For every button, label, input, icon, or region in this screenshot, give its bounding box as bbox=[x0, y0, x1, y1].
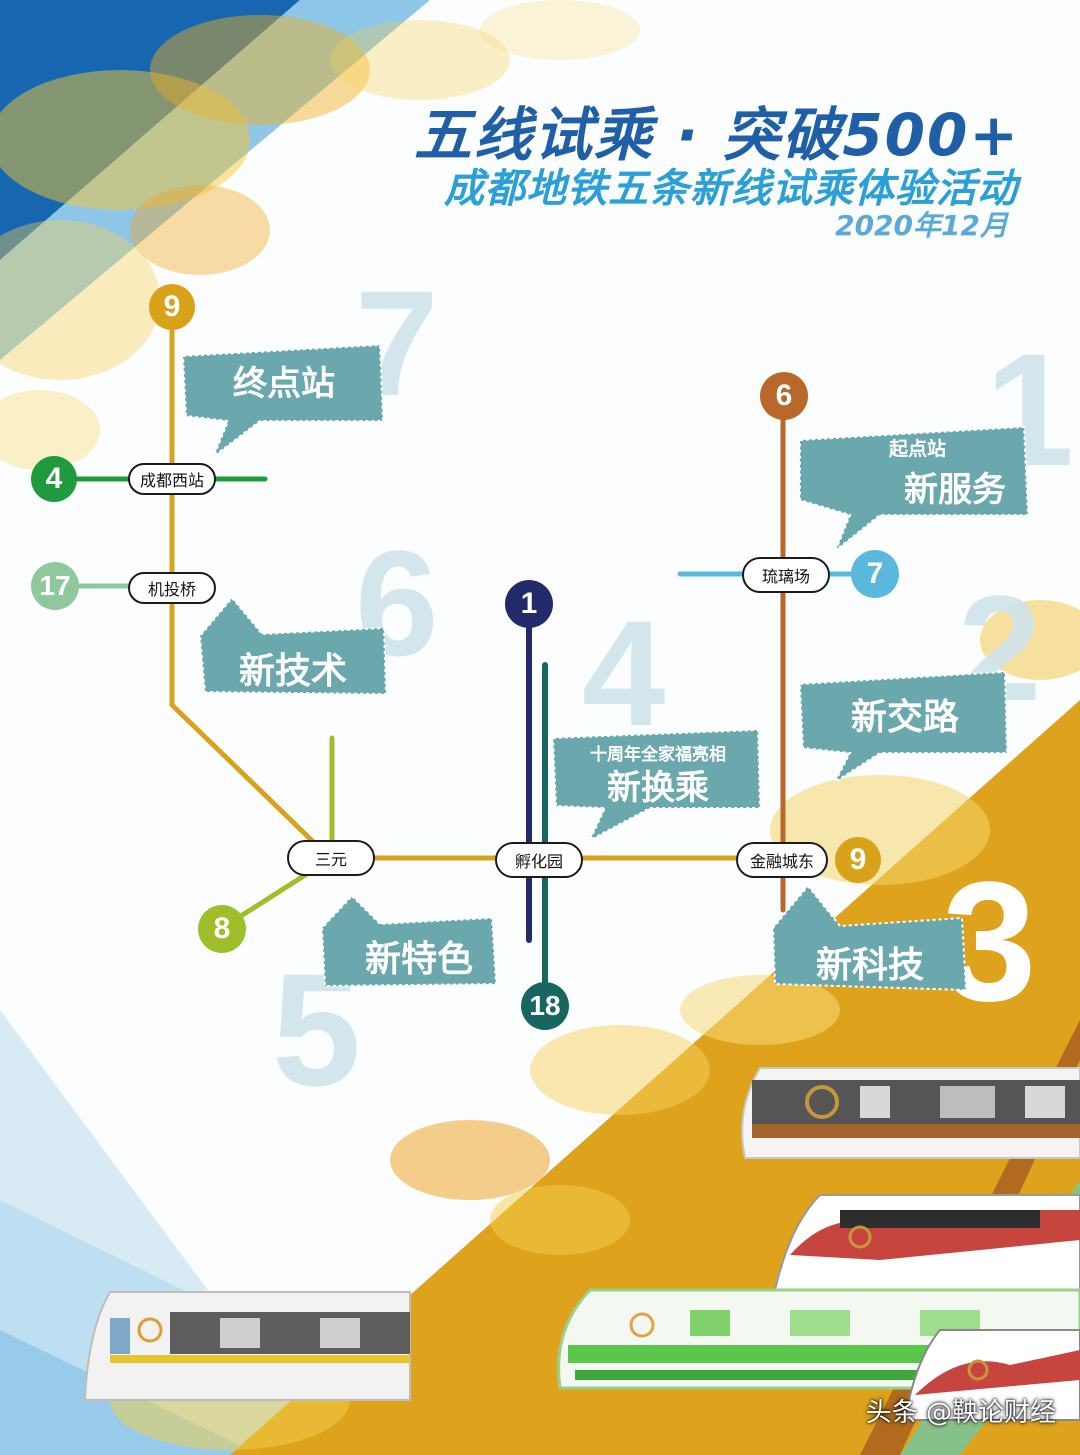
train-bottom-right bbox=[557, 1288, 1080, 1421]
speech-bubbles bbox=[181, 343, 1030, 992]
station-jinrong-chengdong: 金融城东 bbox=[736, 842, 828, 878]
train-middle-right bbox=[773, 1194, 1080, 1291]
line-8-badge: 8 bbox=[198, 905, 246, 953]
big-number-4: 4 bbox=[582, 589, 665, 757]
station-chengdu-west: 成都西站 bbox=[128, 463, 216, 495]
bubble-new-service-label: 新服务 bbox=[904, 470, 1006, 510]
bubble-new-science-label: 新科技 bbox=[815, 945, 924, 986]
metro-map bbox=[52, 303, 878, 1008]
poster-title: 五线试乘 · 突破500+ bbox=[413, 101, 1020, 169]
train-top-right bbox=[741, 1067, 1080, 1159]
line-6-badge: 6 bbox=[760, 372, 808, 420]
line-9-badge-top: 9 bbox=[149, 284, 195, 330]
bubble-new-service-caption: 起点站 bbox=[888, 438, 946, 460]
bubble-new-service bbox=[799, 425, 1030, 554]
ginkgo-leaves-top bbox=[0, 0, 640, 470]
line-17-badge: 17 bbox=[31, 562, 79, 610]
station-fuhuayuan: 孵化园 bbox=[495, 842, 583, 878]
watermark: 头条 @鞅论财经 bbox=[865, 1398, 1056, 1428]
bubble-new-tech bbox=[198, 596, 388, 696]
bubble-new-route bbox=[798, 670, 1009, 785]
poster-subtitle: 成都地铁五条新线试乘体验活动 bbox=[444, 166, 1018, 212]
line-18-badge: 18 bbox=[521, 982, 569, 1030]
bubble-new-transfer bbox=[551, 728, 762, 843]
bubble-new-science bbox=[771, 884, 968, 992]
train-bottom-left bbox=[83, 1291, 411, 1401]
line-4-badge: 4 bbox=[31, 456, 77, 502]
station-jitouqiao: 机投桥 bbox=[128, 572, 216, 604]
blue-stripe-bottom-1 bbox=[0, 1010, 520, 1455]
bubble-terminal-label: 终点站 bbox=[233, 364, 335, 404]
bubble-new-tech-label: 新技术 bbox=[238, 651, 347, 692]
line-7-badge: 7 bbox=[851, 550, 899, 598]
blue-band-light bbox=[0, 0, 430, 360]
line-9-badge-right: 9 bbox=[835, 837, 881, 883]
station-sanyuan: 三元 bbox=[287, 840, 375, 876]
bubble-new-transfer-label: 新换乘 bbox=[607, 768, 709, 808]
bubble-new-feature-label: 新特色 bbox=[364, 939, 473, 980]
bubble-new-route-label: 新交路 bbox=[850, 697, 959, 738]
poster-date: 2020年12月 bbox=[835, 209, 1008, 242]
bubble-new-transfer-caption: 十周年全家福亮相 bbox=[590, 745, 726, 765]
station-liulichang: 琉璃场 bbox=[742, 557, 830, 593]
bubble-new-feature bbox=[320, 894, 498, 988]
bubble-terminal bbox=[181, 343, 385, 459]
line-1-badge: 1 bbox=[505, 580, 553, 628]
